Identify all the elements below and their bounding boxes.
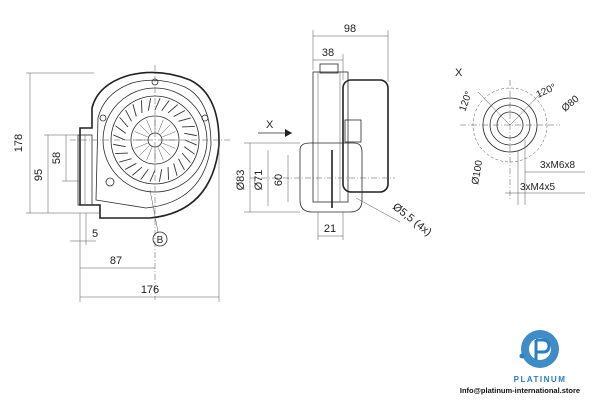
impeller-blade [184,139,197,146]
hub-rib [157,119,164,133]
callout-b-leader [149,189,159,233]
impeller-blade [124,163,137,170]
thread-label-2: 3xM4x5 [520,182,555,193]
dim-label-5: 5 [92,228,98,240]
dim-label-95: 95 [33,169,45,181]
hub-rib [139,124,150,135]
impeller-blade [178,158,185,171]
housing-side [312,71,349,203]
dim-label-83: Ø83 [235,170,247,191]
hub-rib [162,142,176,149]
impeller-blade [182,125,195,128]
angle-ray-2 [509,91,543,126]
impeller-blade [161,100,170,112]
dim-label-176: 176 [141,284,159,296]
front-view: 178 95 58 5 87 176 B [13,65,232,302]
hub-rib [146,119,153,133]
hub-rib [160,124,171,135]
hub-rib [134,142,148,149]
impeller-blade [183,146,195,155]
dim-label-98: 98 [344,23,356,35]
blower-housing-outline [79,71,220,219]
hub-rib [134,131,148,138]
hub-rib [160,145,171,156]
hub-rib [139,145,150,156]
impeller-blade [181,152,191,163]
impeller-blade [113,134,126,141]
impeller-blade [167,167,170,180]
impeller-blades [113,98,197,182]
motor-body [342,79,389,193]
impeller-blade [167,104,178,114]
impeller-blade [115,152,128,155]
top-connector [319,63,339,74]
dim-label-21: 21 [324,223,336,235]
impeller-blade [119,117,129,128]
hub-rib [146,147,153,161]
dim-label-holes: Ø5,5 (4x) [390,201,434,239]
dim-label-100: Ø100 [470,159,485,185]
thread-label-1: 3xM6x8 [540,160,575,171]
impeller-blade [115,125,127,134]
cable-gland [344,119,362,143]
impeller-blade [119,158,132,163]
dim-label-87: 87 [110,255,122,267]
detail-x-view: X 120° 120° Ø80 Ø100 3xM6x8 3xM4x5 [455,67,585,205]
impeller-blade [154,98,161,111]
impeller-blade [173,163,178,176]
angle-ray-1 [477,91,511,126]
dim-label-60: 60 [273,174,285,186]
impeller-blade [158,169,163,182]
hub-rib [162,131,176,138]
impeller-blade [125,109,132,122]
side-view: 98 38 X Ø83 Ø71 60 21 Ø5,5 (4x) [235,23,434,240]
dim-label-38: 38 [322,47,334,59]
dim-label-80: Ø80 [560,93,582,114]
mount-hole-bottom [105,177,115,187]
callout-b-circle [152,231,168,247]
impeller-blade [173,110,186,117]
mount-hole-left [99,114,107,122]
impeller-blade [140,168,149,180]
blower-housing-inner [95,79,212,209]
view-arrow-x-label: X [266,119,274,131]
impeller-blade [149,169,156,182]
platinum-logo-icon [519,330,559,368]
dim-label-71: Ø71 [253,170,265,191]
impeller-blade [178,117,191,122]
impeller-blade [132,104,137,117]
angle-label-2: 120° [535,82,558,101]
mount-hole-right [201,114,209,122]
impeller-blade [132,166,143,176]
detail-x-title: X [455,67,463,79]
impeller-blade [140,100,143,113]
callout-b-label: B [157,235,164,246]
inlet-bell [299,142,363,213]
dim-label-178: 178 [13,134,25,152]
dim-label-58: 58 [51,152,63,164]
holes-leader [355,197,401,223]
brand-email: Info@platinum-international.store [460,386,580,395]
impeller-blade [147,98,152,111]
impeller-blade [184,132,197,137]
impeller-blade [113,143,126,148]
hub-rib [157,147,164,161]
view-arrow-x-head [285,129,292,137]
angle-label-1: 120° [457,90,474,113]
brand-name: PLATINUM [514,375,567,384]
